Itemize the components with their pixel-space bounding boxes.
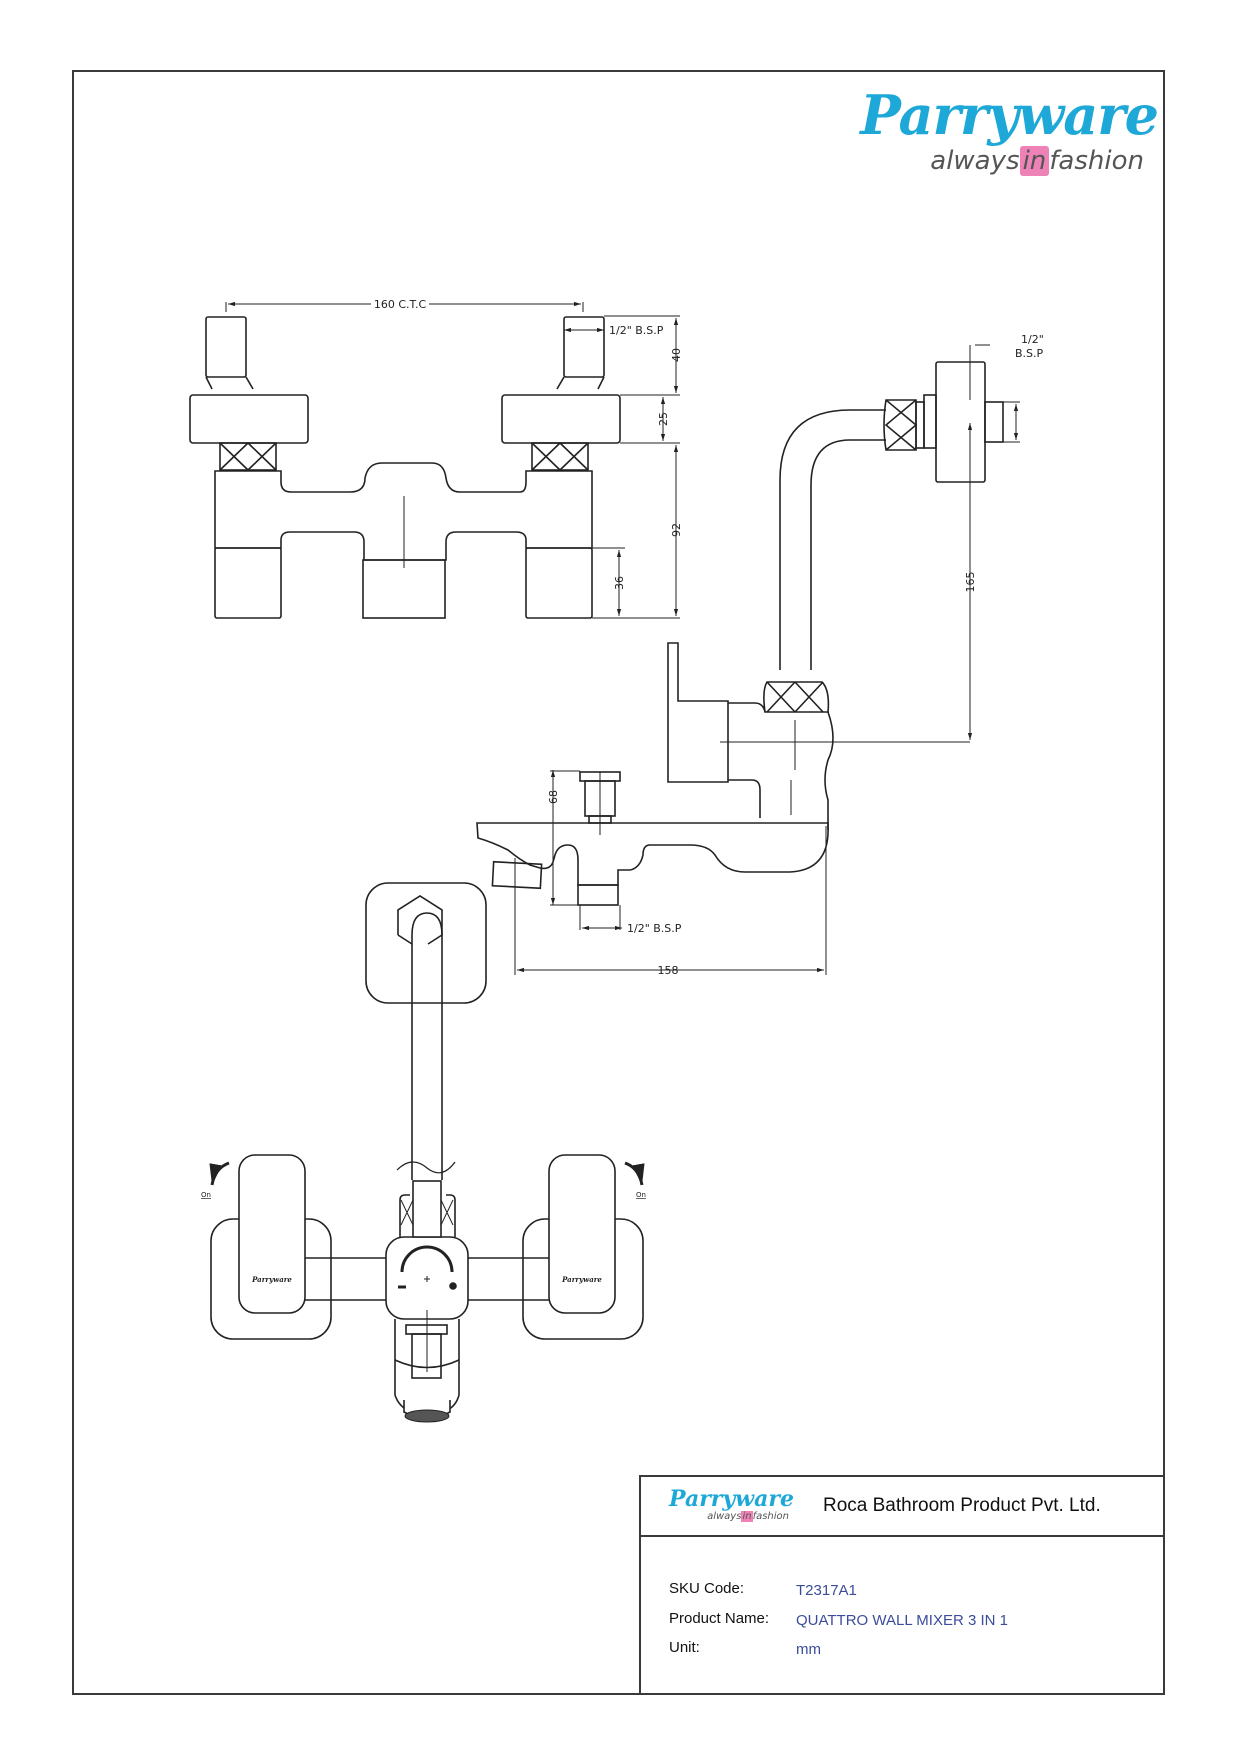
left-handle-logo: Parryware [251, 1275, 292, 1284]
tb-tagline-highlight: in [741, 1511, 753, 1522]
right-leg [525, 547, 593, 619]
left-handle [238, 1154, 306, 1314]
tb-tagline-pre: always [707, 1511, 742, 1522]
right-handle-logo: Parryware [561, 1275, 602, 1284]
sku-value: T2317A1 [796, 1582, 857, 1599]
sku-label: SKU Code: [669, 1580, 745, 1597]
product-name-value: QUATTRO WALL MIXER 3 IN 1 [796, 1612, 1008, 1629]
tb-tagline-post: fashion [752, 1511, 789, 1522]
right-nut [531, 442, 589, 471]
product-name-label: Product Name: [669, 1610, 770, 1627]
dim-shower-thread-1: 1/2" [1021, 333, 1044, 346]
tagline-pre: always [930, 146, 1020, 176]
dim-shower-thread-2: B.S.P [1015, 347, 1044, 360]
shower-arm-outer [779, 409, 886, 670]
left-on-label: On [201, 1191, 211, 1199]
dim-outlet-thread: 1/2" B.S.P [627, 922, 682, 935]
shower-arm [411, 912, 443, 1180]
unit-label: Unit: [669, 1639, 700, 1656]
tagline-post: fashion [1049, 146, 1144, 176]
company-name: Roca Bathroom Product Pvt. Ltd. [823, 1495, 1101, 1516]
title-block: Parryware alwaysinfashion Roca Bathroom … [639, 1475, 1165, 1695]
dim-body-height: 92 [670, 523, 683, 537]
plan-view [209, 882, 645, 1423]
spout [476, 822, 829, 886]
side-view [476, 344, 1020, 975]
shower-flange [365, 882, 487, 1004]
left-nut [219, 442, 277, 471]
tagline-highlight: in [1019, 146, 1050, 176]
dim-flange-height: 25 [657, 412, 670, 426]
dim-shower-arm-height: 165 [964, 572, 977, 593]
dim-inlet-thread: 1/2" B.S.P [609, 324, 664, 337]
title-block-tagline: alwaysinfashion [669, 1511, 789, 1523]
right-on-label: On [636, 1191, 646, 1199]
dim-inlet-height: 40 [670, 348, 683, 362]
title-block-logo: Parryware alwaysinfashion [669, 1486, 794, 1523]
right-flange [501, 394, 621, 444]
right-inlet [563, 316, 605, 378]
wall-flange [935, 361, 986, 483]
brand-name: Parryware [860, 83, 1159, 147]
title-block-brand: Parryware [669, 1486, 794, 1512]
title-block-header: Parryware alwaysinfashion Roca Bathroom … [641, 1477, 1165, 1537]
dim-outlet-height: 36 [613, 576, 626, 590]
dim-diverter-height: 68 [547, 790, 560, 804]
front-view [189, 301, 680, 619]
dim-ctc: 160 C.T.C [374, 298, 427, 311]
left-inlet [205, 316, 247, 378]
mixer-body [214, 462, 593, 561]
unit-value: mm [796, 1641, 821, 1658]
right-handle [548, 1154, 616, 1314]
left-leg [214, 547, 282, 619]
left-inlet-taper [205, 376, 254, 390]
left-flange [189, 394, 309, 444]
dim-projection: 158 [658, 964, 679, 977]
side-lever [667, 642, 729, 783]
outlet-block [362, 559, 446, 619]
drawing-frame [72, 70, 1165, 1695]
